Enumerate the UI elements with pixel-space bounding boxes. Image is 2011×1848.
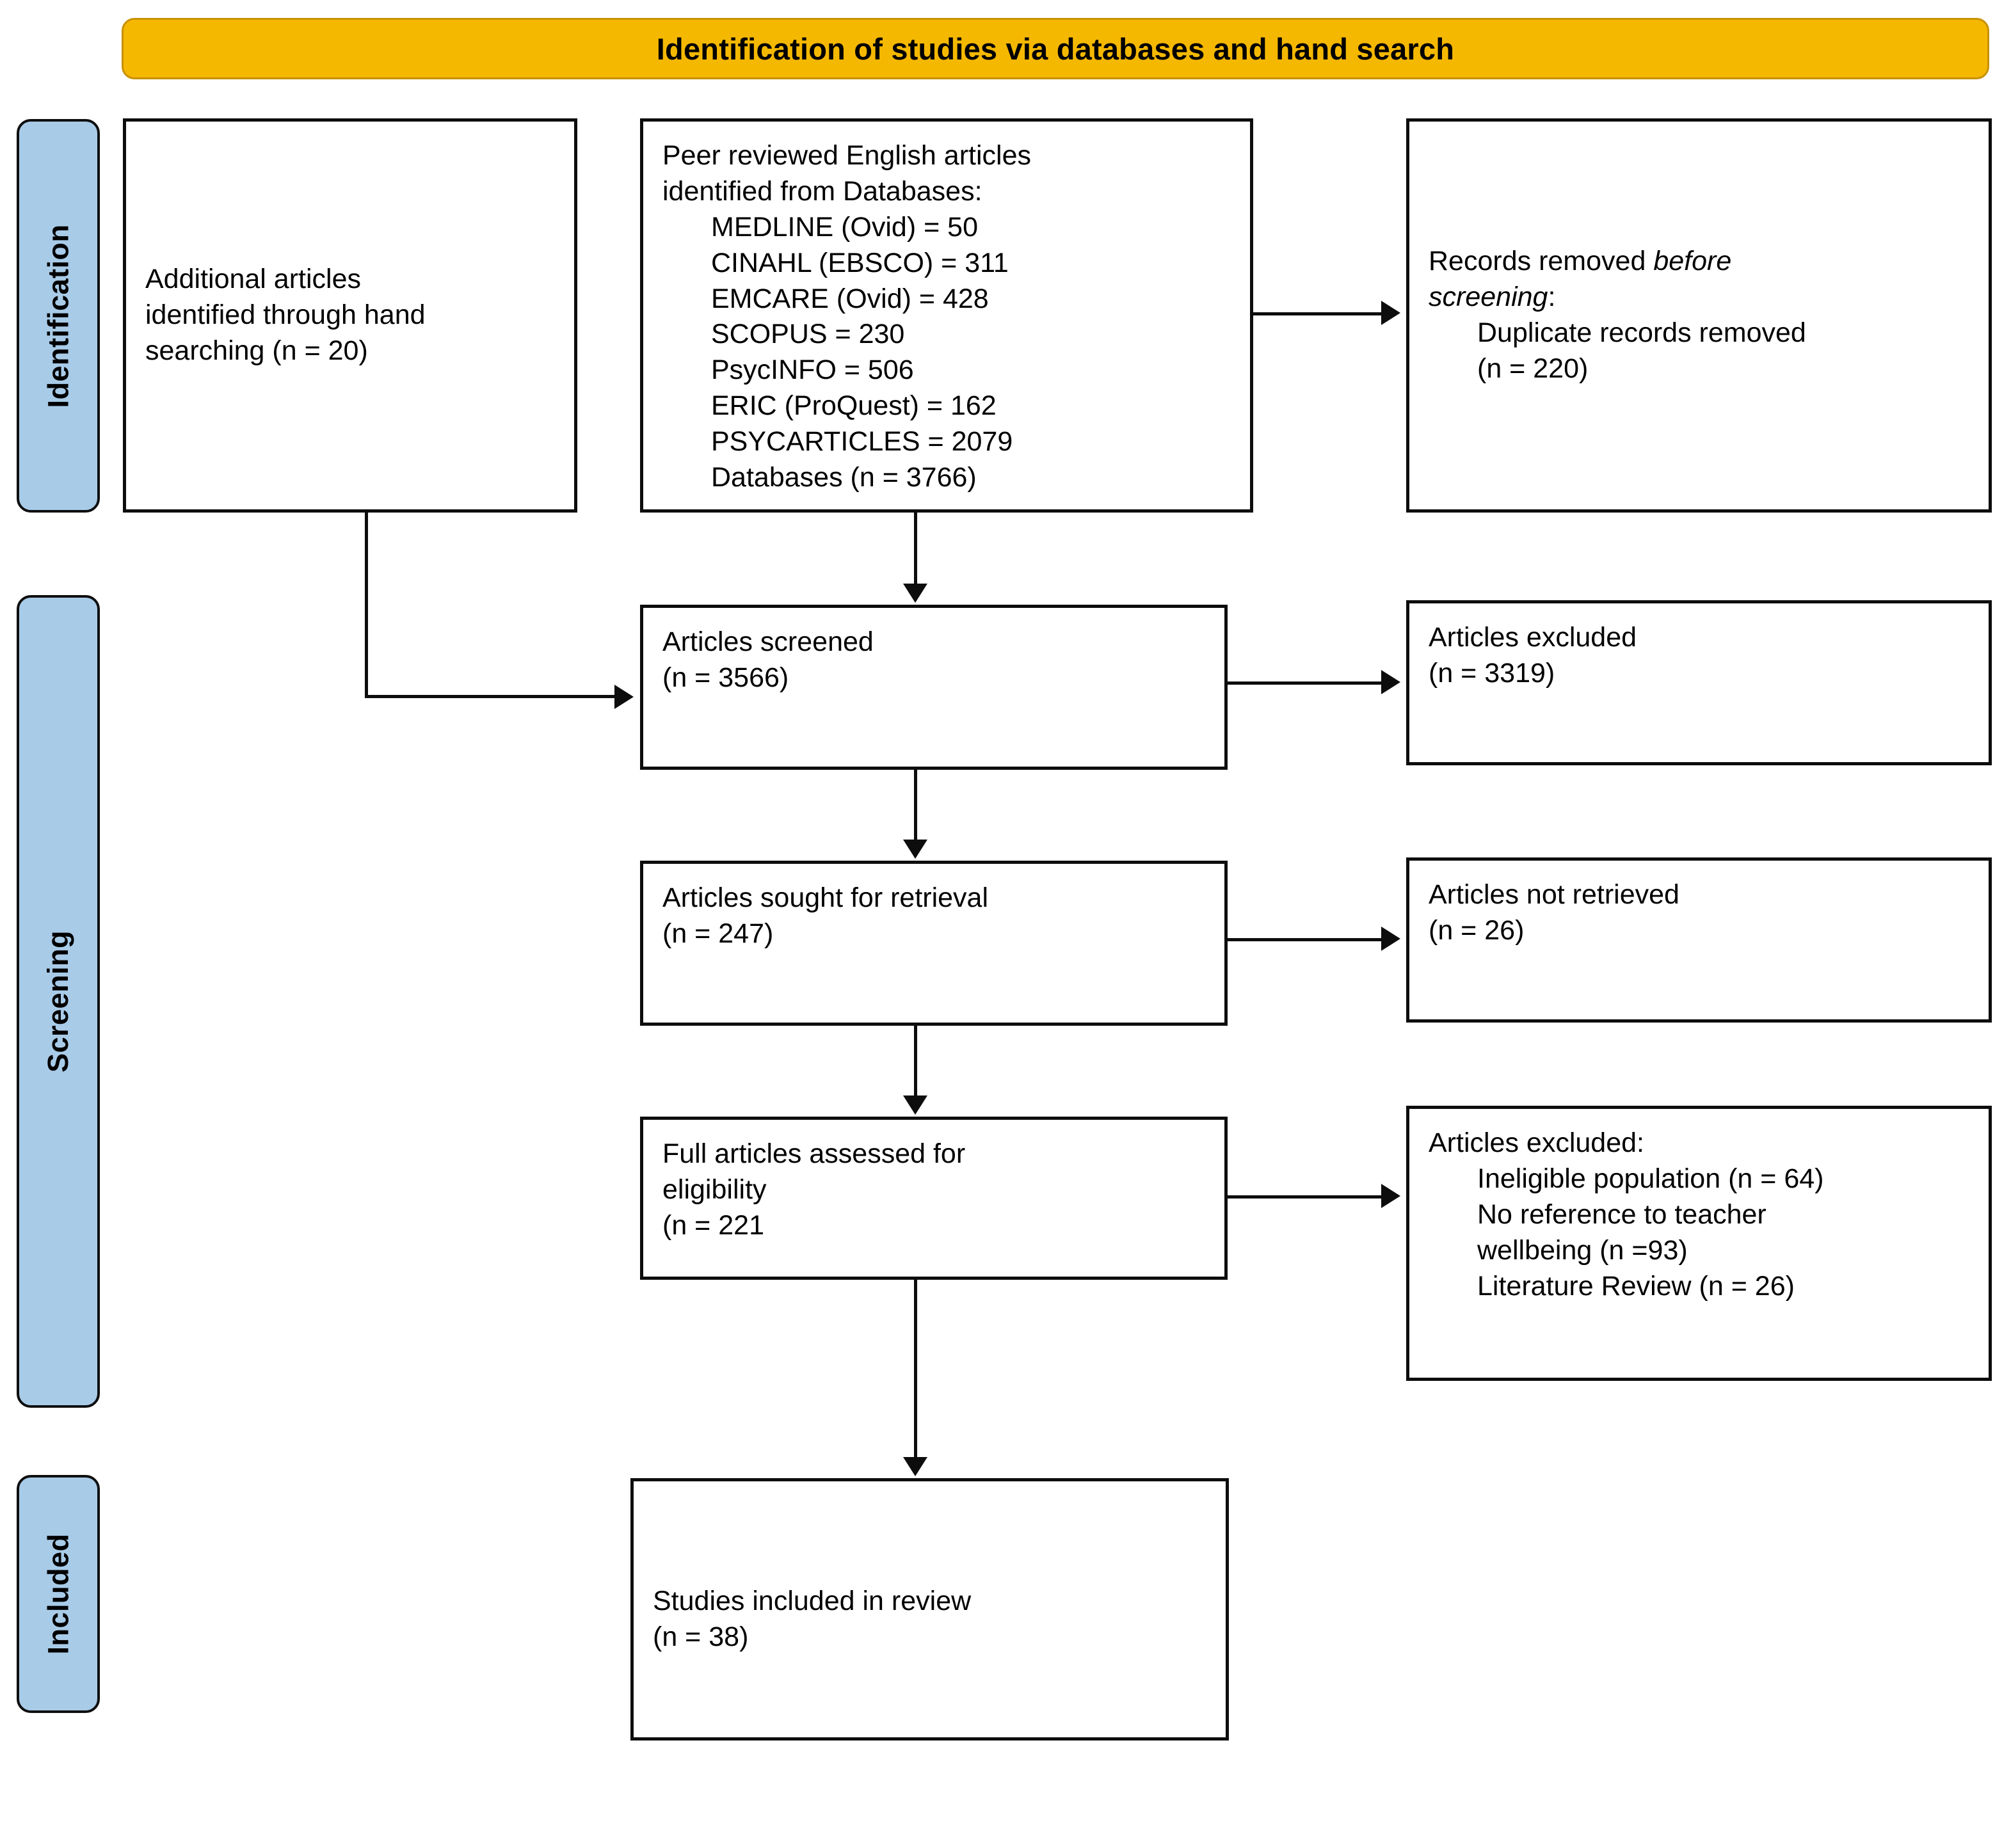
arrowhead-articles-not-retrieved <box>1381 927 1400 951</box>
stage-label-screening-text: Screening <box>42 930 75 1073</box>
node-articles-screened: Articles screened (n = 3566) <box>640 605 1228 770</box>
stage-label-screening: Screening <box>17 595 100 1408</box>
diagram-header-banner: Identification of studies via databases … <box>122 18 1989 79</box>
edge-hand-search-down <box>365 513 368 698</box>
arrowhead-records-removed <box>1381 301 1400 325</box>
edge-databases-to-records-removed <box>1253 312 1381 315</box>
stage-label-included-text: Included <box>42 1533 75 1655</box>
records-removed-text: Records removed <box>1429 246 1654 277</box>
node-records-removed: Records removed before screening: Duplic… <box>1406 118 1992 513</box>
databases-item: SCOPUS = 230 <box>711 319 905 350</box>
node-articles-not-retrieved: Articles not retrieved (n = 26) <box>1406 857 1992 1023</box>
stage-label-identification: Identification <box>17 119 100 513</box>
databases-item: EMCARE (Ovid) = 428 <box>711 283 989 314</box>
articles-excluded-2-item: Ineligible population (n = 64) <box>1477 1163 1824 1194</box>
articles-excluded-1-line-1: Articles excluded <box>1429 622 1637 653</box>
stage-label-identification-text: Identification <box>42 224 74 408</box>
edge-databases-to-screened <box>914 513 917 585</box>
databases-heading-2: identified from Databases: <box>662 175 982 207</box>
node-full-articles-assessed: Full articles assessed for eligibility (… <box>640 1117 1228 1280</box>
edge-screened-to-excluded <box>1228 681 1381 685</box>
full-articles-line-3: (n = 221 <box>662 1209 764 1241</box>
arrowhead-articles-sought <box>903 840 927 859</box>
node-articles-excluded-eligibility: Articles excluded: Ineligible population… <box>1406 1106 1992 1381</box>
edge-sought-to-not-retrieved <box>1228 938 1381 941</box>
arrowhead-full-articles <box>903 1095 927 1115</box>
databases-item: Databases (n = 3766) <box>711 462 977 493</box>
hand-search-line-2: identified through hand <box>145 299 426 331</box>
arrowhead-articles-excluded-2 <box>1381 1184 1400 1208</box>
edge-full-to-included <box>914 1280 917 1458</box>
records-removed-line-2: screening: <box>1429 280 1969 315</box>
arrowhead-articles-excluded-1 <box>1381 670 1400 694</box>
databases-item: MEDLINE (Ovid) = 50 <box>711 211 978 243</box>
arrowhead-studies-included <box>903 1457 927 1476</box>
articles-screened-line-2: (n = 3566) <box>662 662 789 693</box>
articles-excluded-2-item: wellbeing (n =93) <box>1477 1234 1688 1266</box>
articles-sought-line-1: Articles sought for retrieval <box>662 882 989 913</box>
studies-included-line-2: (n = 38) <box>653 1621 749 1652</box>
articles-excluded-1-line-2: (n = 3319) <box>1429 657 1555 689</box>
articles-not-retrieved-line-2: (n = 26) <box>1429 914 1525 946</box>
edge-hand-search-right <box>365 695 614 698</box>
articles-excluded-2-item: No reference to teacher <box>1477 1199 1767 1230</box>
records-removed-line-3: Duplicate records removed <box>1477 317 1806 348</box>
hand-search-line-3: searching (n = 20) <box>145 335 368 366</box>
arrowhead-articles-screened <box>903 584 927 603</box>
databases-item: PsycINFO = 506 <box>711 354 914 386</box>
articles-sought-line-2: (n = 247) <box>662 918 774 949</box>
articles-excluded-2-item: Literature Review (n = 26) <box>1477 1270 1795 1302</box>
articles-screened-line-1: Articles screened <box>662 626 874 657</box>
arrowhead-screened-from-hand-search <box>614 685 634 709</box>
stage-label-included: Included <box>17 1475 100 1713</box>
articles-excluded-2-heading: Articles excluded: <box>1429 1127 1644 1158</box>
node-hand-search: Additional articles identified through h… <box>123 118 577 513</box>
edge-screened-to-sought <box>914 770 917 840</box>
hand-search-line-1: Additional articles <box>145 264 362 295</box>
articles-not-retrieved-line-1: Articles not retrieved <box>1429 879 1679 910</box>
full-articles-line-2: eligibility <box>662 1174 767 1205</box>
records-removed-line-1: Records removed before <box>1429 244 1969 280</box>
databases-item: PSYCARTICLES = 2079 <box>711 426 1013 458</box>
records-removed-colon: : <box>1548 282 1556 313</box>
full-articles-line-1: Full articles assessed for <box>662 1138 966 1169</box>
databases-heading-1: Peer reviewed English articles <box>662 140 1031 171</box>
databases-item: CINAHL (EBSCO) = 311 <box>711 247 1009 278</box>
studies-included-line-1: Studies included in review <box>653 1586 972 1616</box>
banner-title: Identification of studies via databases … <box>656 31 1455 66</box>
records-removed-before-italic: before <box>1653 246 1732 277</box>
node-articles-excluded-screening: Articles excluded (n = 3319) <box>1406 600 1992 765</box>
node-articles-sought: Articles sought for retrieval (n = 247) <box>640 861 1228 1026</box>
edge-sought-to-full <box>914 1026 917 1096</box>
records-removed-line-4: (n = 220) <box>1477 353 1589 384</box>
edge-full-to-excluded-2 <box>1228 1195 1381 1199</box>
node-databases: Peer reviewed English articles identifie… <box>640 118 1253 513</box>
records-removed-screening-italic: screening <box>1429 282 1548 313</box>
databases-item: ERIC (ProQuest) = 162 <box>711 390 997 422</box>
node-studies-included: Studies included in review (n = 38) <box>630 1478 1229 1740</box>
